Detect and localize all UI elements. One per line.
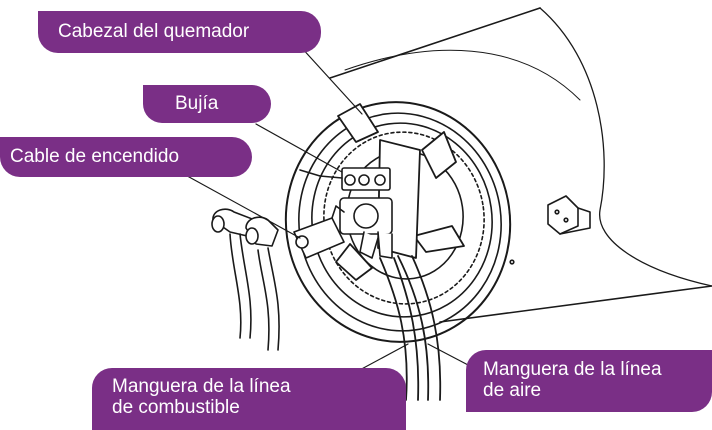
fuel-and-air-hoses [379,255,442,401]
callout-ignition-cable: Cable de encendido [0,137,252,177]
callout-spark-plug: Bujía [143,85,271,123]
callout-leaders [179,45,471,373]
spark-plug-assembly [299,167,391,191]
callout-fuel-hose-line2: de combustible [112,397,240,418]
ignition-cable-ends [211,208,280,351]
callout-spark-plug-text: Bujía [175,93,219,114]
ignition-clamp [293,205,345,259]
burner-head [335,103,465,281]
callout-air-hose-line1: Manguera de la línea [483,359,662,380]
mounting-bracket [547,195,591,235]
callout-fuel-hose-line1: Manguera de la línea [112,376,291,397]
cylinder-housing [329,7,712,323]
callout-air-hose-line2: de aire [483,380,542,401]
callout-burner-head-text: Cabezal del quemador [58,21,250,42]
callout-ignition-cable-text: Cable de encendido [10,146,180,167]
housing-hole [509,259,515,265]
callout-fuel-hose: Manguera de la línea de combustible [92,368,406,430]
callout-air-hose: Manguera de la línea de aire [466,350,712,412]
nozzle-block [339,197,393,259]
callout-burner-head: Cabezal del quemador [38,11,321,53]
